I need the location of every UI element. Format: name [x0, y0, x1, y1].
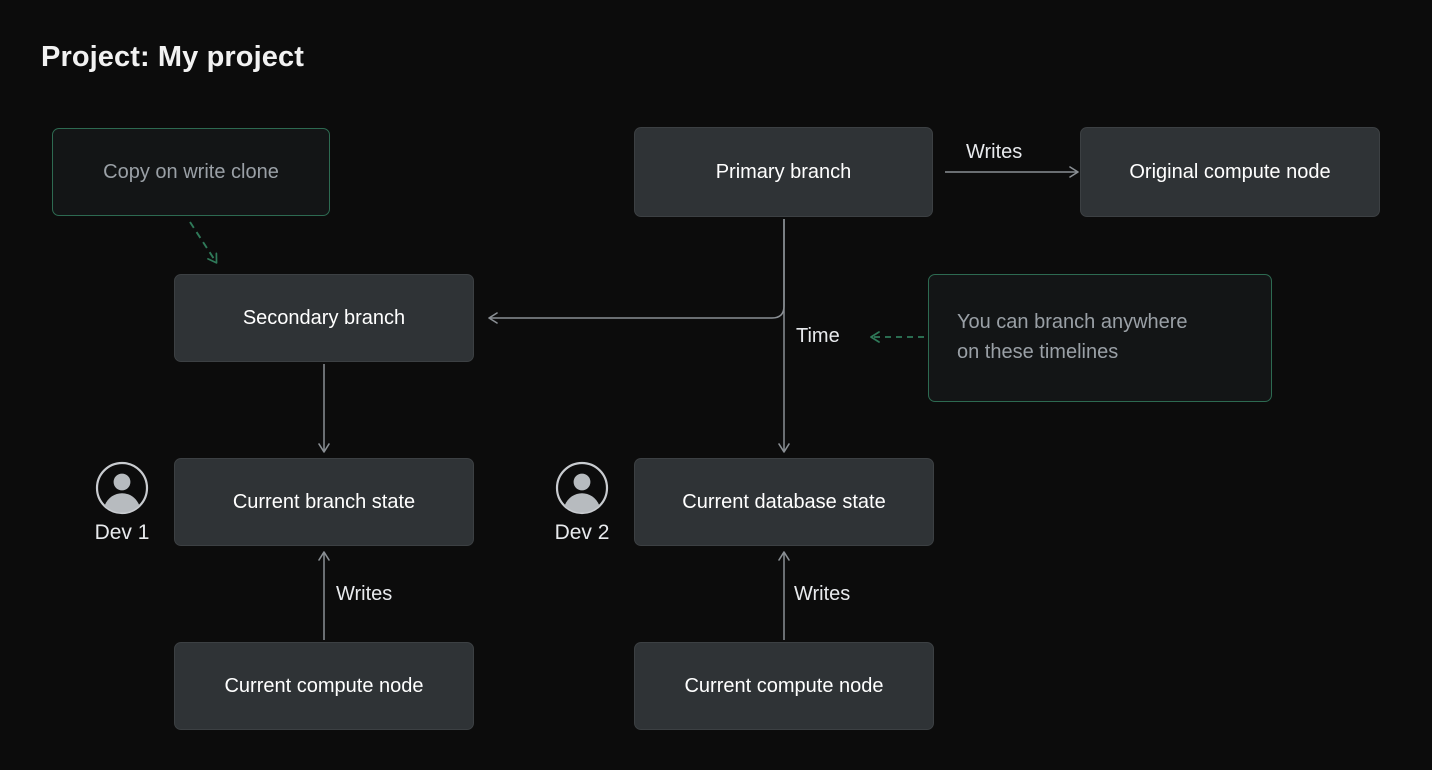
- node-label: Copy on write clone: [103, 160, 279, 183]
- edge-label-writes-primary: Writes: [966, 141, 1023, 163]
- note-line-2: on these timelines: [957, 341, 1119, 363]
- node-label: Current branch state: [232, 490, 416, 513]
- dev-label: Dev 1: [94, 521, 150, 544]
- node-current-compute-node-right[interactable]: Current compute node: [634, 642, 934, 730]
- edge-label-writes-branch: Writes: [336, 583, 393, 605]
- user-avatar-icon: [95, 461, 149, 515]
- node-current-database-state[interactable]: Current database state: [634, 458, 934, 546]
- edge-label-time: Time: [796, 325, 840, 347]
- note-text: You can branch anywhere on these timelin…: [957, 308, 1188, 367]
- node-current-compute-node-left[interactable]: Current compute node: [174, 642, 474, 730]
- dev-2-group: Dev 2: [534, 461, 630, 545]
- node-primary-branch[interactable]: Primary branch: [634, 127, 933, 217]
- node-label: Current database state: [682, 490, 886, 513]
- node-original-compute-node[interactable]: Original compute node: [1080, 127, 1380, 217]
- page-title: Project: My project: [41, 41, 304, 73]
- node-label: Current compute node: [684, 674, 884, 697]
- user-avatar-icon: [555, 461, 609, 515]
- node-label: Secondary branch: [242, 306, 406, 329]
- dev-1-group: Dev 1: [74, 461, 170, 545]
- node-label: Current compute node: [224, 674, 424, 697]
- node-branch-anywhere-note: You can branch anywhere on these timelin…: [928, 274, 1272, 402]
- node-copy-on-write-clone[interactable]: Copy on write clone: [52, 128, 330, 216]
- node-label: Primary branch: [715, 160, 852, 183]
- edge-primary-to-secondary: [488, 219, 785, 324]
- node-current-branch-state[interactable]: Current branch state: [174, 458, 474, 546]
- edge-label-writes-database: Writes: [794, 583, 851, 605]
- node-secondary-branch[interactable]: Secondary branch: [174, 274, 474, 362]
- note-line-1: You can branch anywhere: [957, 311, 1188, 334]
- node-label: Original compute node: [1129, 160, 1331, 183]
- dev-label: Dev 2: [554, 521, 610, 544]
- edge-clone-to-secondary: [189, 221, 218, 264]
